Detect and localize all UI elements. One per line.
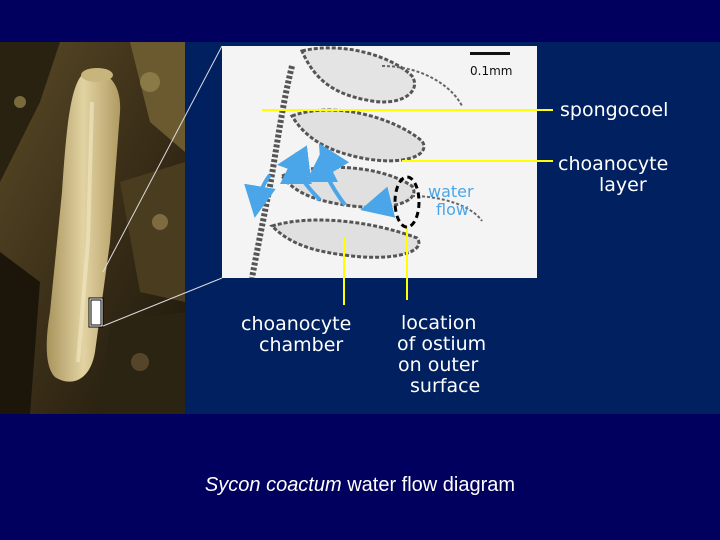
label-ostium-4: surface — [410, 375, 481, 397]
ostium-ellipse — [393, 175, 421, 229]
label-water-flow-1: water — [428, 182, 474, 201]
flow-arrow-up-3 — [318, 143, 350, 179]
label-ostium-1: location — [401, 312, 477, 334]
figure-caption: Sycon coactum water flow diagram — [0, 474, 720, 497]
callout-line-bottom — [102, 277, 223, 327]
flow-arrow-left — [277, 145, 311, 178]
label-choanocyte-chamber-1: choanocyte — [241, 313, 352, 335]
label-ostium-3: on outer — [398, 354, 479, 376]
label-water-flow-2: flow — [436, 200, 469, 219]
label-choanocyte-layer-1: choanocyte — [558, 153, 669, 175]
scale-bar-label: 0.1mm — [470, 64, 513, 78]
flow-arrow-down — [244, 173, 276, 218]
label-ostium-2: of ostium — [397, 333, 487, 355]
flow-arrow-up-2 — [280, 152, 322, 202]
callout-line-top — [102, 45, 223, 273]
label-choanocyte-layer-2: layer — [599, 174, 647, 196]
label-spongocoel: spongocoel — [560, 99, 669, 121]
sponge-photo — [0, 42, 185, 414]
flow-arrow-in — [360, 186, 396, 218]
caption-species: Sycon coactum — [204, 474, 342, 496]
caption-text: water flow diagram — [341, 474, 516, 496]
label-choanocyte-chamber-2: chamber — [259, 334, 344, 356]
